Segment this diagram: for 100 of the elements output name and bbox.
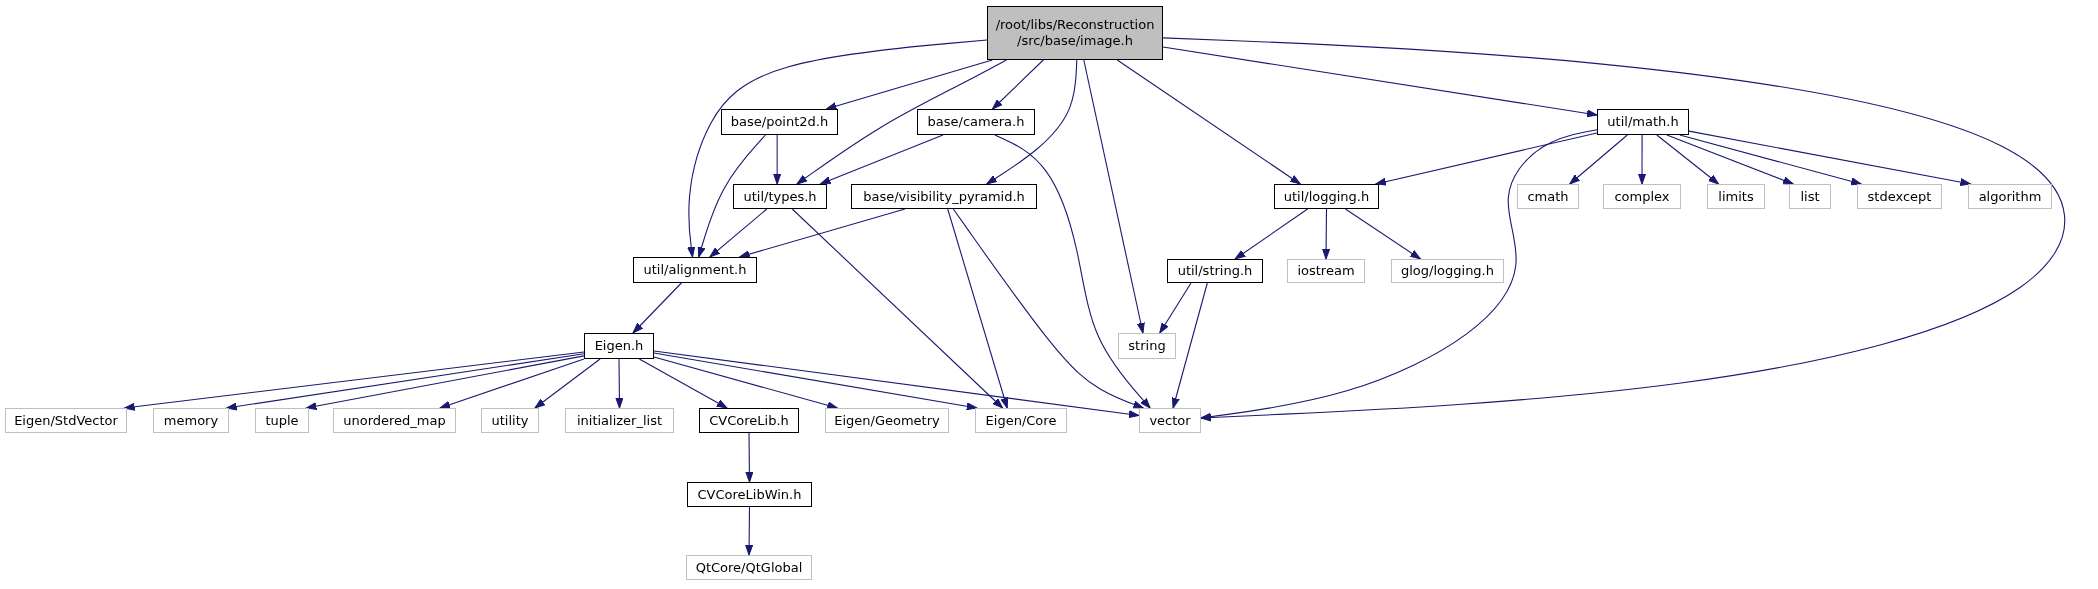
file-name: base/camera.h (927, 114, 1025, 130)
dependency-arrow (653, 356, 838, 410)
dependency-arrow (1171, 282, 1208, 409)
header-box (1857, 184, 1942, 209)
header-box (686, 555, 812, 580)
file-name: glog/logging.h (1401, 263, 1494, 279)
header-box (987, 6, 1163, 60)
file-name: list (1800, 188, 1820, 205)
dependency-arrow (745, 432, 754, 483)
file-name: util/logging.h (1283, 188, 1370, 205)
dependency-arrow (615, 358, 624, 409)
dependency-arrow (1322, 208, 1331, 260)
file-name: util/types.h (743, 188, 817, 205)
dependency-arrow (1344, 208, 1421, 260)
header-box (699, 408, 799, 433)
dependency-arrow (1656, 134, 1720, 185)
file-name: Eigen/Geometry (834, 412, 940, 429)
dependency-arrow (1200, 129, 1598, 421)
file-name: base/point2d.h (730, 114, 829, 130)
dependency-arrow (952, 208, 1144, 409)
header-box (975, 408, 1067, 433)
header-box (1118, 333, 1176, 359)
header-box (565, 408, 674, 433)
file-name: CVCoreLib.h (709, 412, 789, 429)
header-box (1517, 184, 1579, 209)
file-name: algorithm (1978, 188, 2042, 205)
dependency-arrow (745, 506, 754, 556)
header-box (1274, 184, 1379, 209)
file-name: Eigen/StdVector (14, 412, 118, 429)
dependency-arrow (534, 358, 601, 409)
file-name: memory (163, 412, 219, 429)
dependency-arrow (697, 134, 766, 258)
file-name: CVCoreLibWin.h (697, 486, 802, 503)
file-name: /root/libs/Reconstruction /src/base/image.h (994, 17, 1156, 49)
file-name: QtCore/QtGlobal (695, 559, 803, 576)
dependency-arrow (653, 352, 978, 411)
file-name: vector (1149, 412, 1191, 429)
dependency-arrow (819, 134, 944, 185)
dependency-arrow (653, 350, 1140, 419)
header-box (1391, 259, 1504, 283)
header-box (1139, 408, 1201, 433)
file-name: base/visibility_pyramid.h (863, 188, 1025, 205)
file-name: tuple (265, 412, 299, 429)
header-box (481, 408, 539, 433)
dependency-arrow (791, 208, 1004, 409)
dependency-arrow (739, 208, 906, 259)
dependency-arrow (1162, 37, 2066, 422)
dependency-arrow (226, 353, 585, 411)
header-box (721, 109, 838, 135)
header-box (917, 109, 1035, 135)
dependency-arrow (796, 59, 1007, 185)
file-name: initializer_list (576, 412, 663, 429)
file-name: util/math.h (1607, 114, 1679, 130)
dependency-arrow (638, 358, 728, 409)
file-name: limits (1718, 188, 1754, 205)
header-box (825, 408, 949, 433)
dependency-arrow (1159, 282, 1192, 334)
file-name: util/alignment.h (643, 262, 747, 278)
dependency-arrow (1116, 59, 1301, 185)
file-name: complex (1614, 188, 1670, 205)
header-box (851, 184, 1037, 209)
dependency-arrow (1162, 46, 1598, 118)
file-name: utility (491, 412, 529, 429)
file-name: string (1128, 338, 1166, 354)
file-name: unordered_map (343, 412, 446, 429)
dependency-arrow (1083, 59, 1145, 334)
header-box (1597, 109, 1689, 135)
dependency-arrow (124, 351, 585, 411)
header-box (255, 408, 309, 433)
dependency-arrow (632, 282, 682, 334)
header-box (584, 333, 654, 359)
header-box (633, 257, 757, 283)
header-box (333, 408, 456, 433)
dependency-arrow (1638, 134, 1646, 185)
dependency-arrow (991, 59, 1044, 110)
dependency-arrow (1679, 134, 1862, 186)
header-box (153, 408, 229, 433)
dependency-arrow (439, 358, 585, 409)
dependency-arrow (709, 208, 768, 258)
dependency-arrow (1234, 208, 1309, 260)
dependency-arrow (1569, 134, 1628, 185)
dependency-arrow (994, 134, 1151, 409)
header-box (5, 408, 127, 433)
dependency-arrow (773, 134, 782, 185)
header-box (1707, 184, 1765, 209)
dependency-arrow (1666, 134, 1794, 185)
header-box (1287, 259, 1365, 283)
header-box (1968, 184, 2052, 209)
file-name: cmath (1527, 188, 1569, 205)
dependency-arrow (687, 39, 988, 258)
header-box (1789, 184, 1831, 209)
header-box (1603, 184, 1681, 209)
header-box (687, 482, 812, 507)
dependency-arrow (305, 355, 585, 411)
header-box (733, 184, 827, 209)
dependency-arrow (1688, 130, 1972, 187)
file-name: iostream (1297, 263, 1355, 279)
file-name: stdexcept (1867, 188, 1932, 205)
dependency-arrow (1375, 132, 1598, 186)
file-name: Eigen.h (594, 338, 644, 354)
